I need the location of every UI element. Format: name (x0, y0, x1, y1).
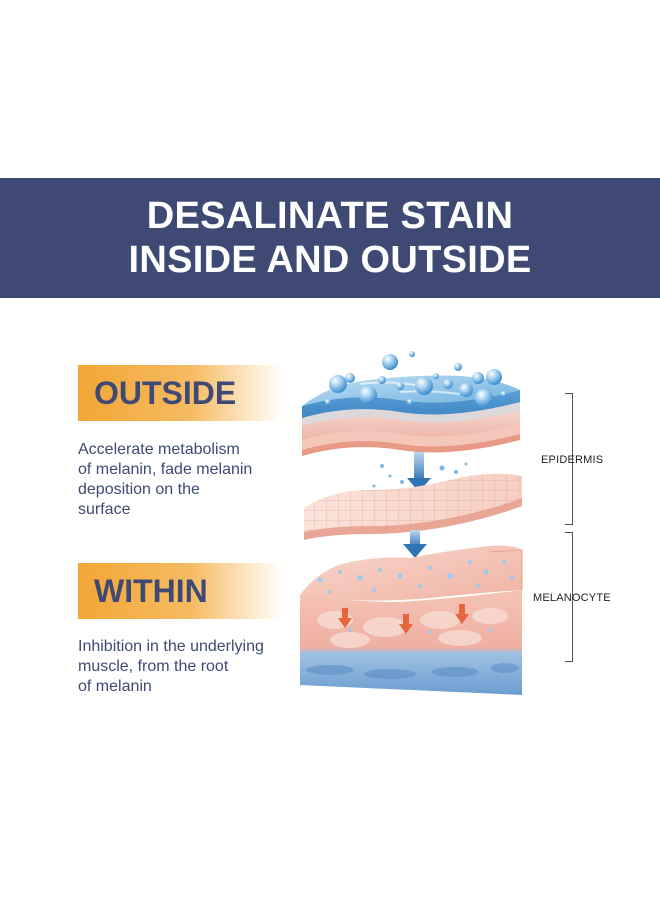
outside-label-box: OUTSIDE (78, 365, 283, 421)
within-description: Inhibition in the underlying muscle, fro… (78, 637, 293, 697)
outside-description: Accelerate metabolism of melanin, fade m… (78, 440, 293, 520)
within-description-line: of melanin (78, 678, 152, 695)
epidermis-bracket (565, 393, 573, 525)
within-label: WITHIN (94, 572, 208, 609)
title-line-1: DESALINATE STAIN (146, 195, 514, 237)
melanocyte-label: MELANOCYTE (533, 592, 611, 604)
outside-description-line: deposition on the (78, 481, 200, 498)
outside-description-line: surface (78, 501, 131, 518)
outside-label: OUTSIDE (94, 374, 237, 411)
epidermis-label: EPIDERMIS (541, 454, 604, 466)
melanocyte-bracket (565, 532, 573, 662)
water-bubbles (325, 351, 507, 407)
within-description-line: muscle, from the root (78, 658, 229, 675)
within-description-line: Inhibition in the underlying (78, 638, 264, 655)
skin-layers-illustration (300, 351, 523, 695)
title-line-2: INSIDE AND OUTSIDE (128, 239, 532, 281)
outside-description-line: of melanin, fade melanin (78, 461, 253, 478)
middle-skin-layer (304, 473, 522, 540)
arrow-down-icon (407, 452, 431, 492)
title-banner: DESALINATE STAIN INSIDE AND OUTSIDE (0, 178, 660, 298)
arrow-down-icon (403, 530, 427, 558)
bottom-skin-block (300, 545, 523, 695)
outside-description-line: Accelerate metabolism (78, 441, 240, 458)
within-label-box: WITHIN (78, 563, 283, 619)
